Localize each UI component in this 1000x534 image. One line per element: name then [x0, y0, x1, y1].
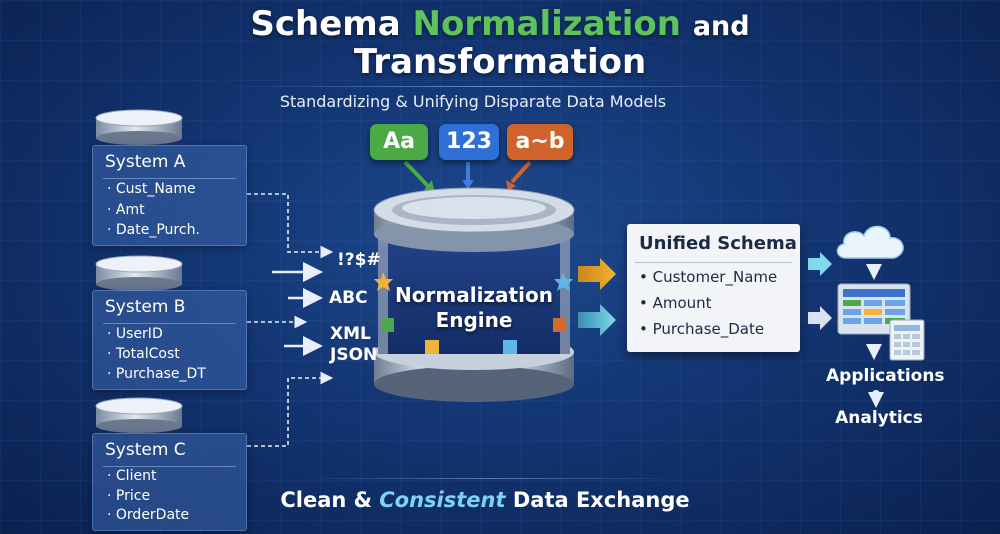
page-title-line1: Schema Normalization and: [0, 4, 1000, 44]
header-divider: [230, 86, 770, 87]
format-label-json: JSON: [330, 345, 378, 365]
unified-schema-divider: [635, 262, 792, 263]
badge-123: 123: [439, 124, 499, 160]
footer-tagline: Clean & Consistent Data Exchange: [0, 488, 970, 512]
system-a-panel: System A · Cust_Name · Amt · Date_Purch.: [92, 145, 247, 246]
engine-square-orange: [553, 318, 565, 332]
footer-part1: Clean &: [280, 488, 372, 512]
spreadsheet-icon: [889, 319, 925, 361]
unified-schema-field: • Amount: [639, 294, 712, 312]
badge-a-tilde-b: a~b: [507, 124, 573, 160]
system-b-field: · UserID: [107, 326, 163, 342]
title-word-normalization: Normalization: [412, 4, 681, 44]
cloud-icon: [836, 225, 904, 259]
footer-part2: Data Exchange: [512, 488, 690, 512]
system-c-title: System C: [105, 440, 186, 460]
connector-system-c: [247, 371, 334, 447]
badge-aa: Aa: [370, 124, 428, 160]
connector-system-a: [247, 193, 334, 259]
title-word-schema: Schema: [250, 4, 401, 44]
system-c-field: · Price: [107, 488, 151, 504]
page-title-line2: Transformation: [353, 42, 647, 82]
format-label-symbols: !?$#: [337, 250, 381, 270]
format-label-abc: ABC: [329, 288, 368, 308]
system-a-title: System A: [105, 152, 186, 172]
analytics-label: Analytics: [835, 408, 923, 428]
badge-arrow-ab: [510, 160, 532, 184]
applications-label: Applications: [826, 366, 945, 386]
system-b-title: System B: [105, 297, 186, 317]
system-b-panel: System B · UserID · TotalCost · Purchase…: [92, 290, 247, 390]
database-icon: [95, 397, 183, 433]
database-icon: [95, 255, 183, 291]
output-arrow-cyan: [578, 304, 616, 336]
engine-square-green: [382, 318, 394, 332]
badge-arrow-aa: [403, 160, 430, 188]
engine-star-right: [554, 272, 573, 291]
output-arrow-orange: [578, 258, 616, 290]
unified-schema-card: Unified Schema • Customer_Name • Amount …: [627, 224, 800, 352]
engine-star-left: [374, 272, 393, 291]
engine-label-line2: Engine: [435, 308, 513, 332]
system-b-field: · TotalCost: [107, 346, 180, 362]
engine-square-blue: [503, 340, 517, 354]
system-c-field: · Client: [107, 468, 157, 484]
engine-square-yellow: [425, 340, 439, 354]
footer-divider: [300, 478, 680, 479]
system-b-divider: [103, 323, 236, 324]
normalization-engine-cylinder: [373, 187, 575, 402]
system-a-field: · Date_Purch.: [107, 222, 200, 238]
footer-accent: Consistent: [379, 488, 506, 512]
unified-schema-title: Unified Schema: [639, 233, 797, 254]
engine-label-line1: Normalization: [395, 283, 553, 307]
system-a-divider: [103, 178, 236, 179]
system-c-divider: [103, 466, 236, 467]
system-c-panel: System C · Client · Price · OrderDate: [92, 433, 247, 531]
system-a-field: · Cust_Name: [107, 181, 196, 197]
system-a-field: · Amt: [107, 202, 145, 218]
database-icon: [95, 109, 183, 145]
unified-schema-field: • Customer_Name: [639, 268, 778, 286]
badge-arrowhead-ab: [506, 180, 516, 191]
system-c-field: · OrderDate: [107, 507, 190, 523]
format-label-xml: XML: [330, 324, 371, 344]
arrow-icon: [808, 252, 832, 276]
unified-schema-field: • Purchase_Date: [639, 320, 765, 338]
title-word-and: and: [692, 11, 750, 42]
badge-arrowhead-aa: [424, 180, 434, 190]
page-subtitle: Standardizing & Unifying Disparate Data …: [279, 92, 667, 111]
badge-arrowhead-123: [462, 180, 474, 189]
arrow-icon: [808, 306, 832, 330]
system-b-field: · Purchase_DT: [107, 366, 206, 382]
